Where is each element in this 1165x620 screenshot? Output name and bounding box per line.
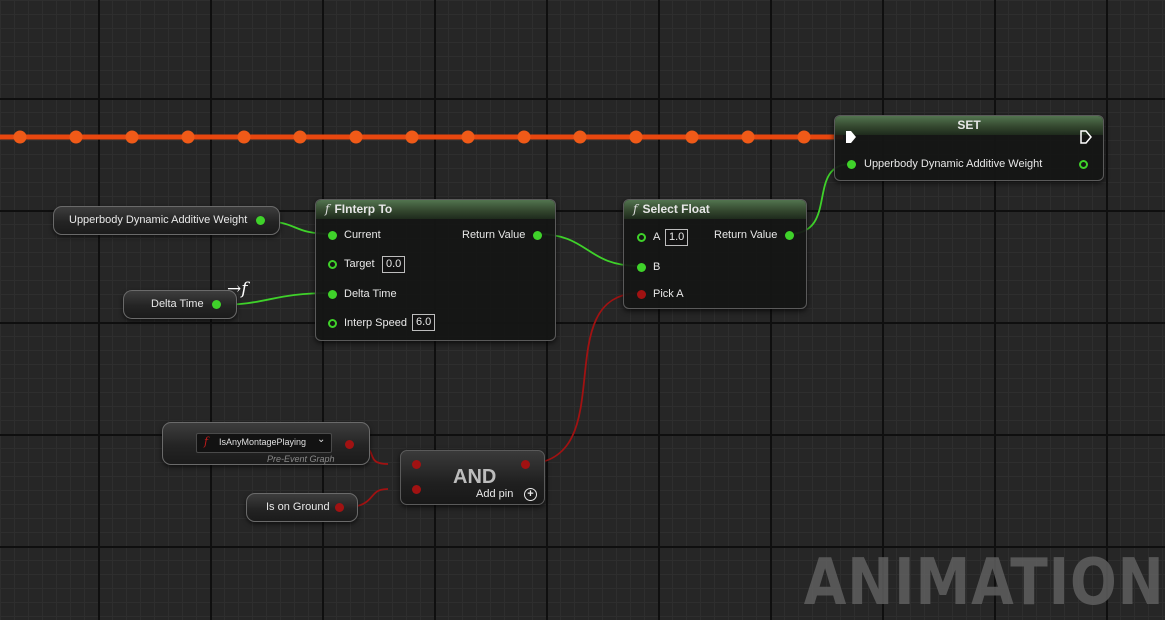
delta-time-getter[interactable]: Delta Time [123, 290, 237, 319]
is-on-ground-getter-label: Is on Ground [266, 501, 330, 513]
function-icon: f [633, 202, 638, 216]
target-label: Target [344, 258, 375, 270]
select-float-title: Select Float [642, 202, 710, 216]
exec-wire-beads [13, 130, 811, 144]
target-pin[interactable] [328, 260, 337, 269]
exec-wire-bead [237, 130, 251, 144]
montage-function-label: IsAnyMontagePlaying [219, 437, 307, 447]
exec-wire-bead [125, 130, 139, 144]
and-node[interactable]: AND Add pin + [400, 450, 545, 505]
interp-speed-value-input[interactable]: 6.0 [412, 314, 436, 331]
b-label: B [653, 261, 661, 273]
return-value-label: Return Value [462, 229, 526, 241]
chevron-down-icon: ⌄ [317, 434, 326, 445]
b-pin[interactable] [637, 263, 646, 272]
return-value-pin[interactable] [533, 231, 542, 240]
exec-input-pin[interactable] [845, 130, 857, 144]
exec-wire-bead [405, 130, 419, 144]
exec-output-pin[interactable] [1080, 130, 1092, 144]
set-value-label: Upperbody Dynamic Additive Weight [864, 158, 1043, 170]
function-icon: f [204, 435, 209, 448]
current-label: Current [344, 229, 381, 241]
and-output-pin[interactable] [521, 460, 530, 469]
select-return-value-label: Return Value [714, 229, 778, 241]
and-input-a-pin[interactable] [412, 460, 421, 469]
exec-wire-bead [13, 130, 27, 144]
set-node-header: SET [835, 116, 1103, 135]
delta-time-pin[interactable] [328, 290, 337, 299]
pure-function-icon: →f [227, 279, 248, 299]
exec-wire-bead [349, 130, 363, 144]
exec-wire-bead [461, 130, 475, 144]
graph-watermark: ANIMATION [804, 546, 1165, 620]
interp-speed-pin[interactable] [328, 319, 337, 328]
exec-wire-bead [69, 130, 83, 144]
set-output-pin[interactable] [1079, 160, 1088, 169]
set-node[interactable]: SET Upperbody Dynamic Additive Weight [834, 115, 1104, 181]
target-value-input[interactable]: 0.0 [382, 256, 406, 273]
upperbody-weight-getter-label: Upperbody Dynamic Additive Weight [69, 214, 248, 226]
exec-wire-bead [573, 130, 587, 144]
is-any-montage-playing-node[interactable]: f IsAnyMontagePlaying ⌄ Pre-Event Graph [162, 422, 370, 465]
finterp-to-header: f FInterp To [316, 200, 555, 219]
and-title: AND [453, 466, 497, 488]
delta-time-getter-label: Delta Time [151, 298, 204, 310]
set-value-pin[interactable] [847, 160, 856, 169]
wire-and-to-picka[interactable] [524, 292, 641, 465]
interp-speed-label: Interp Speed [344, 317, 407, 329]
select-float-node[interactable]: f Select Float A 1.0 Return Value B Pick … [623, 199, 807, 309]
add-pin-label: Add pin [476, 488, 514, 500]
function-icon: f [325, 202, 330, 216]
exec-wire-bead [293, 130, 307, 144]
a-value-input[interactable]: 1.0 [665, 229, 689, 246]
select-float-header: f Select Float [624, 200, 806, 219]
exec-wire-bead [685, 130, 699, 144]
and-input-b-pin[interactable] [412, 485, 421, 494]
set-node-title: SET [957, 118, 981, 132]
exec-wire-bead [741, 130, 755, 144]
a-pin[interactable] [637, 233, 646, 242]
pre-event-graph-label: Pre-Event Graph [267, 454, 335, 464]
upperbody-weight-getter[interactable]: Upperbody Dynamic Additive Weight [53, 206, 280, 235]
exec-wire-bead [629, 130, 643, 144]
exec-wire-bead [797, 130, 811, 144]
is-on-ground-getter[interactable]: Is on Ground [246, 493, 358, 522]
montage-function-dropdown[interactable]: f IsAnyMontagePlaying ⌄ [196, 433, 332, 453]
exec-wire-bead [517, 130, 531, 144]
delta-time-output-pin[interactable] [212, 300, 221, 309]
pick-a-pin[interactable] [637, 290, 646, 299]
is-on-ground-output-pin[interactable] [335, 503, 344, 512]
pick-a-label: Pick A [653, 288, 684, 300]
finterp-to-title: FInterp To [334, 202, 393, 216]
upperbody-weight-output-pin[interactable] [256, 216, 265, 225]
add-pin-button[interactable]: + [524, 488, 537, 501]
exec-wire-bead [181, 130, 195, 144]
a-label: A [653, 231, 661, 243]
montage-output-pin[interactable] [345, 440, 354, 449]
select-return-value-pin[interactable] [785, 231, 794, 240]
current-pin[interactable] [328, 231, 337, 240]
delta-time-label: Delta Time [344, 288, 397, 300]
